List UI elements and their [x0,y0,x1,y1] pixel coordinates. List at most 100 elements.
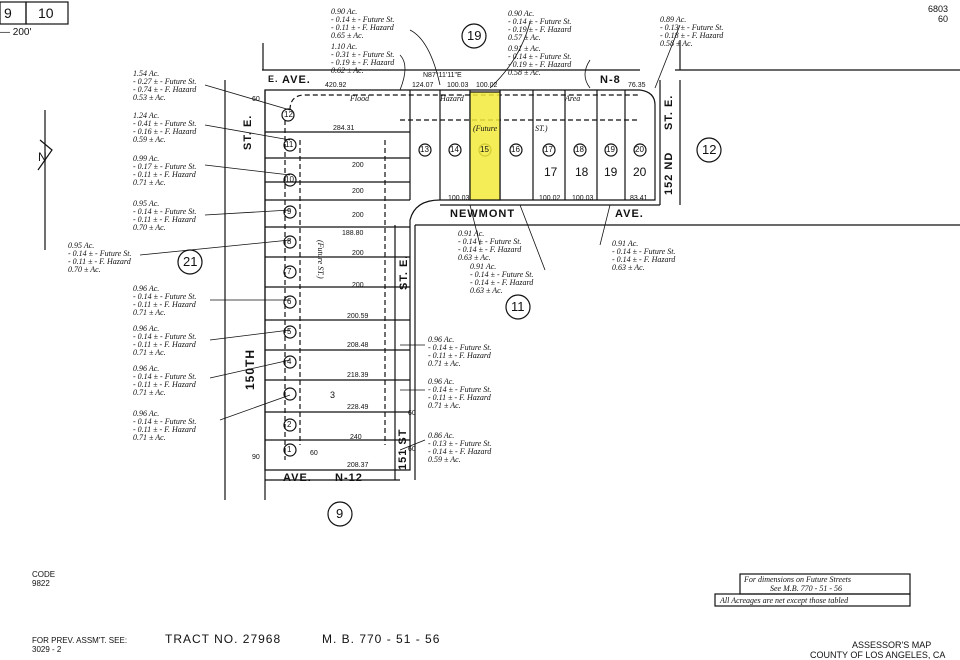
annotation-a13: 0.96 Ac.- 0.14 ± - Future St.- 0.11 ± - … [133,365,196,397]
annotation-line: 0.58 ± Ac. [660,39,693,48]
lot-19: 19 [606,145,615,154]
annotation-line: - 0.14 ± - Future St. [331,15,395,24]
dim-90: 90 [252,454,260,461]
annotation-a11: 0.96 Ac.- 0.14 ± - Future St.- 0.11 ± - … [133,285,196,317]
annotation-line: - 0.14 ± - Future St. [68,249,132,258]
dim-218: 218.39 [347,372,369,379]
annotation-line: - 0.16 ± - F. Hazard [133,127,197,136]
annotation-line: 0.71 ± Ac. [428,401,461,410]
annotation-line: 0.71 ± Ac. [428,359,461,368]
annotation-line: - 0.11 ± - F. Hazard [428,351,491,360]
annotation-line: 0.96 Ac. [428,335,455,344]
lot-18: 18 [575,145,584,154]
annotation-line: - 0.11 ± - F. Hazard [133,425,196,434]
annotation-line: - 0.13 ± - Future St. [428,439,492,448]
page-box-9-label: 9 [4,5,12,21]
annotation-line: - 0.14 ± - Future St. [428,385,492,394]
annotation-a19: 0.96 Ac.- 0.14 ± - Future St.- 0.11 ± - … [428,378,491,410]
annotation-line: - 0.17 ± - Future St. [133,162,197,171]
annotation-line: - 0.31 ± - Future St. [331,50,395,59]
code-value: 9822 [32,579,50,588]
annotation-line: 0.91 ± Ac. [508,44,541,53]
annotation-line: 0.63 ± Ac. [470,286,503,295]
annotation-line: - 0.11 ± - F. Hazard [133,215,196,224]
ave-n12-label: AVE. [283,472,312,484]
annotation-line: - 0.19 ± - F. Hazard [508,60,572,69]
block-9: 9 [336,506,344,521]
annotation-line: 0.95 Ac. [133,199,160,208]
annotation-a12: 0.96 Ac.- 0.14 ± - Future St.- 0.11 ± - … [133,325,196,357]
note-box-acreages [714,593,911,607]
dim-60c: 60 [310,450,318,457]
newmont-ave: AVE. [615,208,644,220]
block-11: 11 [511,299,525,314]
future-st-label-3: ST.) [535,124,548,133]
annotation-line: 1.10 Ac. [331,42,358,51]
future-st-dashed [284,94,640,460]
annotation-line: - 0.14 ± - F. Hazard [612,255,676,264]
lot-14: 14 [450,145,459,154]
scale-label: — 200' [0,27,32,38]
lot-10: 10 [285,175,294,184]
assessor-map-title: ASSESSOR'S MAP [852,640,932,650]
annotation-line: 0.96 Ac. [133,364,160,373]
block-circle-11 [505,294,531,320]
annotation-line: 0.53 ± Ac. [133,93,166,102]
annotation-line: 0.95 Ac. [68,241,95,250]
annotation-a18: 0.96 Ac.- 0.14 ± - Future St.- 0.11 ± - … [428,336,491,368]
annotation-line: 0.96 Ac. [133,284,160,293]
dim-200f: 200.59 [347,313,369,320]
block-21: 21 [183,254,198,269]
lot-3: 3 [330,390,336,400]
ave-n8-name: N-8 [600,74,621,86]
annotation-line: 0.90 Ac. [508,9,535,18]
annotation-line: 0.71 ± Ac. [133,388,166,397]
annotation-line: 1.24 Ac. [133,111,160,120]
annotation-a6: 1.54 Ac.- 0.27 ± - Future St.- 0.74 ± - … [133,70,196,102]
area-label: Area [565,94,581,103]
annotation-line: - 0.41 ± - Future St. [133,119,197,128]
page-box-10 [25,1,69,25]
dim-200a: 200 [352,162,364,169]
annotation-line: 0.59 ± Ac. [428,455,461,464]
map-ref-2: 60 [938,14,949,24]
lot-20: 20 [635,145,644,154]
annotation-line: - 0.11 ± - F. Hazard [133,380,196,389]
dim-n-83: 83.41 [630,195,648,202]
lot-7: 7 [287,267,292,276]
annotation-line: - 0.14 ± - Future St. [133,417,197,426]
dim-n-100a: 100.03 [448,195,470,202]
newmont-label: NEWMONT [450,208,516,220]
lot-12: 12 [284,110,293,119]
annotation-line: 0.86 Ac. [428,431,455,440]
annotation-line: - 0.11 ± - F. Hazard [133,300,196,309]
annotation-line: - 0.14 ± - F. Hazard [470,278,534,287]
dim-208: 208.48 [347,342,369,349]
tract-number: TRACT NO. 27968 [165,632,282,646]
annotation-line: - 0.13 ± - Future St. [660,23,724,32]
north-arrow-label: N [38,150,47,164]
map-ref: 6803 [928,4,949,14]
annotation-line: 0.96 Ac. [133,324,160,333]
prev-assmt-value: 3029 - 2 [32,645,62,654]
annotation-line: 0.57 ± Ac. [508,33,541,42]
annotation-line: - 0.14 ± - Future St. [428,343,492,352]
annotation-line: - 0.19 ± - F. Hazard [331,58,395,67]
dim-200c: 200 [352,212,364,219]
dim-top-76: 76.35 [628,82,646,89]
annotation-line: 0.91 Ac. [612,239,639,248]
dim-200e: 200 [352,282,364,289]
annotation-line: 0.62 ± Ac. [331,66,364,75]
152nd-e: ST. E. [663,94,675,130]
lot-20-big: 20 [633,165,647,179]
annotation-line: - 0.74 ± - F. Hazard [133,85,197,94]
annotation-line: 0.91 Ac. [458,229,485,238]
lot-2: 2 [287,420,292,429]
note-future-streets: For dimensions on Future Streets [744,575,851,584]
future-st-label: (Future ST.) [316,240,325,279]
leader-lines [139,21,681,451]
annotation-line: 1.54 Ac. [133,69,160,78]
lot-17: 17 [544,145,553,154]
annotation-line: 0.71 ± Ac. [133,308,166,317]
dim-208b: 208.37 [347,462,369,469]
